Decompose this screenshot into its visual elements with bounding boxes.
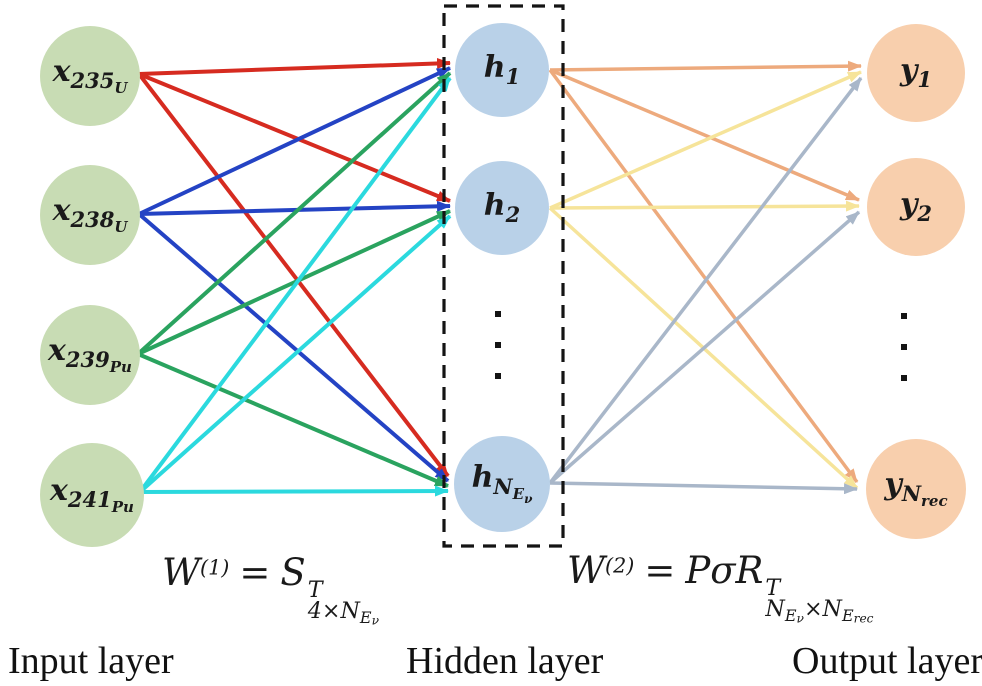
hidden-node-h1-label: h1 [483,50,521,89]
hidden-node-h2-label: h2 [483,188,521,227]
edge-x238-h3 [137,212,450,483]
edge-x238-h1 [138,66,451,216]
output-node-y2: y2 [867,158,965,256]
output-layer-caption: Output layer [792,640,982,682]
hidden-node-hNEv-label: hNEν [471,460,533,506]
ellipsis-dot [901,344,907,350]
output-node-yNrec-label: yNrec [884,466,948,510]
input-node-x238u: x238U [40,165,140,265]
edge-h2-y1 [549,70,862,210]
edge-h3-y1 [548,76,863,485]
edge-x238-h2 [138,200,451,216]
ellipsis-dot [901,313,907,319]
edge-x241-h3 [139,485,449,497]
output-node-y2-label: y2 [899,187,933,226]
input-node-x241pu-label: x241Pu [50,472,134,516]
input-node-x238u-label: x238U [52,192,128,236]
edge-x239-h1 [136,71,452,356]
edge-x239-h2 [137,209,451,356]
output-node-yNrec: yNrec [866,439,966,539]
hidden-node-h2: h2 [455,161,549,255]
edge-x239-h3 [137,352,449,488]
edge-h3-y2 [548,210,861,485]
edge-h1-y3 [548,68,859,484]
edge-x241-h2 [138,214,452,494]
hidden-layer-caption: Hidden layer [406,640,604,682]
edge-x235-h3 [137,72,450,478]
ellipsis-dot [901,375,907,381]
edge-h3-y3 [549,481,858,495]
input-node-x235u: x235U [40,26,140,126]
edge-h1-y2 [549,68,860,202]
output-node-y1: y1 [867,24,965,122]
input-layer-caption: Input layer [8,640,174,682]
input-node-x241pu: x241Pu [40,443,144,547]
hidden-layer-ellipsis [495,311,501,379]
input-node-x239pu-label: x239Pu [48,332,132,376]
edge-h1-y1 [549,60,862,72]
ellipsis-dot [495,311,501,317]
hidden-node-h1: h1 [455,23,549,117]
output-layer-ellipsis [901,313,907,381]
edge-h2-y2 [549,200,860,212]
hidden-node-hNEv: hNEν [454,436,550,532]
ellipsis-dot [495,342,501,348]
ellipsis-dot [495,373,501,379]
edge-x235-h2 [138,72,451,203]
edge-x241-h1 [138,76,452,494]
output-node-y1-label: y1 [899,53,933,92]
input-node-x235u-label: x235U [52,53,128,97]
edge-x235-h1 [138,57,451,76]
input-node-x239pu: x239Pu [40,305,140,405]
